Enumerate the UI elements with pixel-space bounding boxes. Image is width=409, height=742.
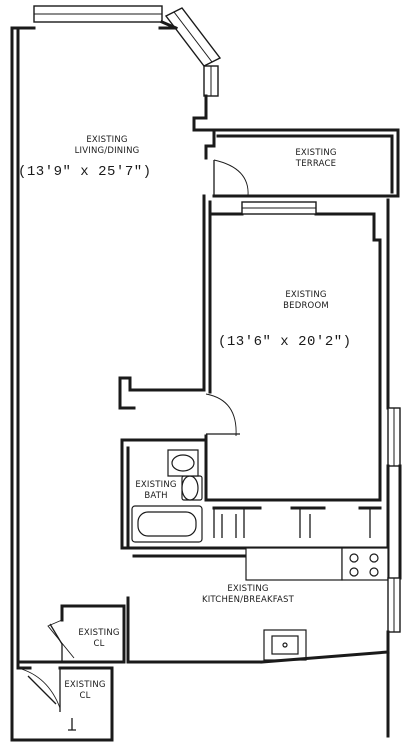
- toilet: [181, 475, 203, 501]
- bath-label: EXISTING BATH: [134, 480, 178, 502]
- kitchen-counter: [245, 547, 389, 581]
- lower-closet-door: [17, 667, 61, 712]
- bay-window: [33, 5, 222, 97]
- bedroom-dimensions: (13'6" x 20'2"): [218, 334, 352, 350]
- sink: [167, 449, 199, 477]
- bath-name-line2: BATH: [144, 491, 168, 501]
- kitchen-name-line2: KITCHEN/BREAKFAST: [201, 595, 295, 605]
- kitchen-name-line1: EXISTING: [227, 584, 269, 594]
- bedroom-north-wall: [208, 212, 382, 252]
- upper-closet-label: EXISTING CL: [76, 628, 122, 650]
- bedroom-east-window: [387, 407, 401, 467]
- closet-stub: [68, 718, 76, 731]
- terrace-name-line2: TERRACE: [295, 159, 337, 169]
- bedroom-label: EXISTING BEDROOM: [258, 290, 354, 312]
- bedroom-name-line1: EXISTING: [285, 290, 327, 300]
- lower-closet-walls: [10, 666, 114, 742]
- lower-closet-label: EXISTING CL: [62, 680, 108, 702]
- kitchen-south-wall: [126, 596, 390, 664]
- living-room-name-line1: EXISTING: [86, 135, 128, 145]
- kitchen-window: [387, 577, 401, 633]
- east-wall-lower: [386, 464, 402, 580]
- bedroom-name-line2: BEDROOM: [283, 301, 329, 311]
- terrace-name-line1: EXISTING: [295, 148, 337, 158]
- bedroom-door: [205, 393, 240, 437]
- kitchen-sink: [263, 629, 307, 661]
- bathtub: [131, 505, 203, 543]
- living-northeast-wall: [160, 20, 216, 160]
- bedroom-window: [241, 201, 317, 215]
- living-room-label: EXISTING LIVING/DINING: [62, 135, 152, 157]
- bedroom-south-wall: [204, 434, 382, 510]
- upper-closet-name-line1: EXISTING: [78, 628, 120, 638]
- upper-closet-door: [47, 619, 75, 662]
- bath-name-line1: EXISTING: [135, 480, 177, 490]
- kitchen-label: EXISTING KITCHEN/BREAKFAST: [188, 584, 308, 606]
- lower-closet-name-line2: CL: [79, 691, 91, 701]
- living-bedroom-wall: [118, 194, 212, 410]
- bedroom-east-wall: [378, 198, 390, 502]
- upper-closet-name-line2: CL: [93, 639, 105, 649]
- bedroom-closet-stubs: [213, 508, 371, 538]
- lower-closet-name-line1: EXISTING: [64, 680, 106, 690]
- terrace-walls: [212, 128, 400, 198]
- upper-closet-walls: [16, 604, 126, 664]
- living-room-name-line2: LIVING/DINING: [74, 146, 140, 156]
- terrace-door: [213, 159, 249, 197]
- living-room-dimensions: (13'9" x 25'7"): [18, 164, 152, 180]
- terrace-label: EXISTING TERRACE: [276, 148, 356, 170]
